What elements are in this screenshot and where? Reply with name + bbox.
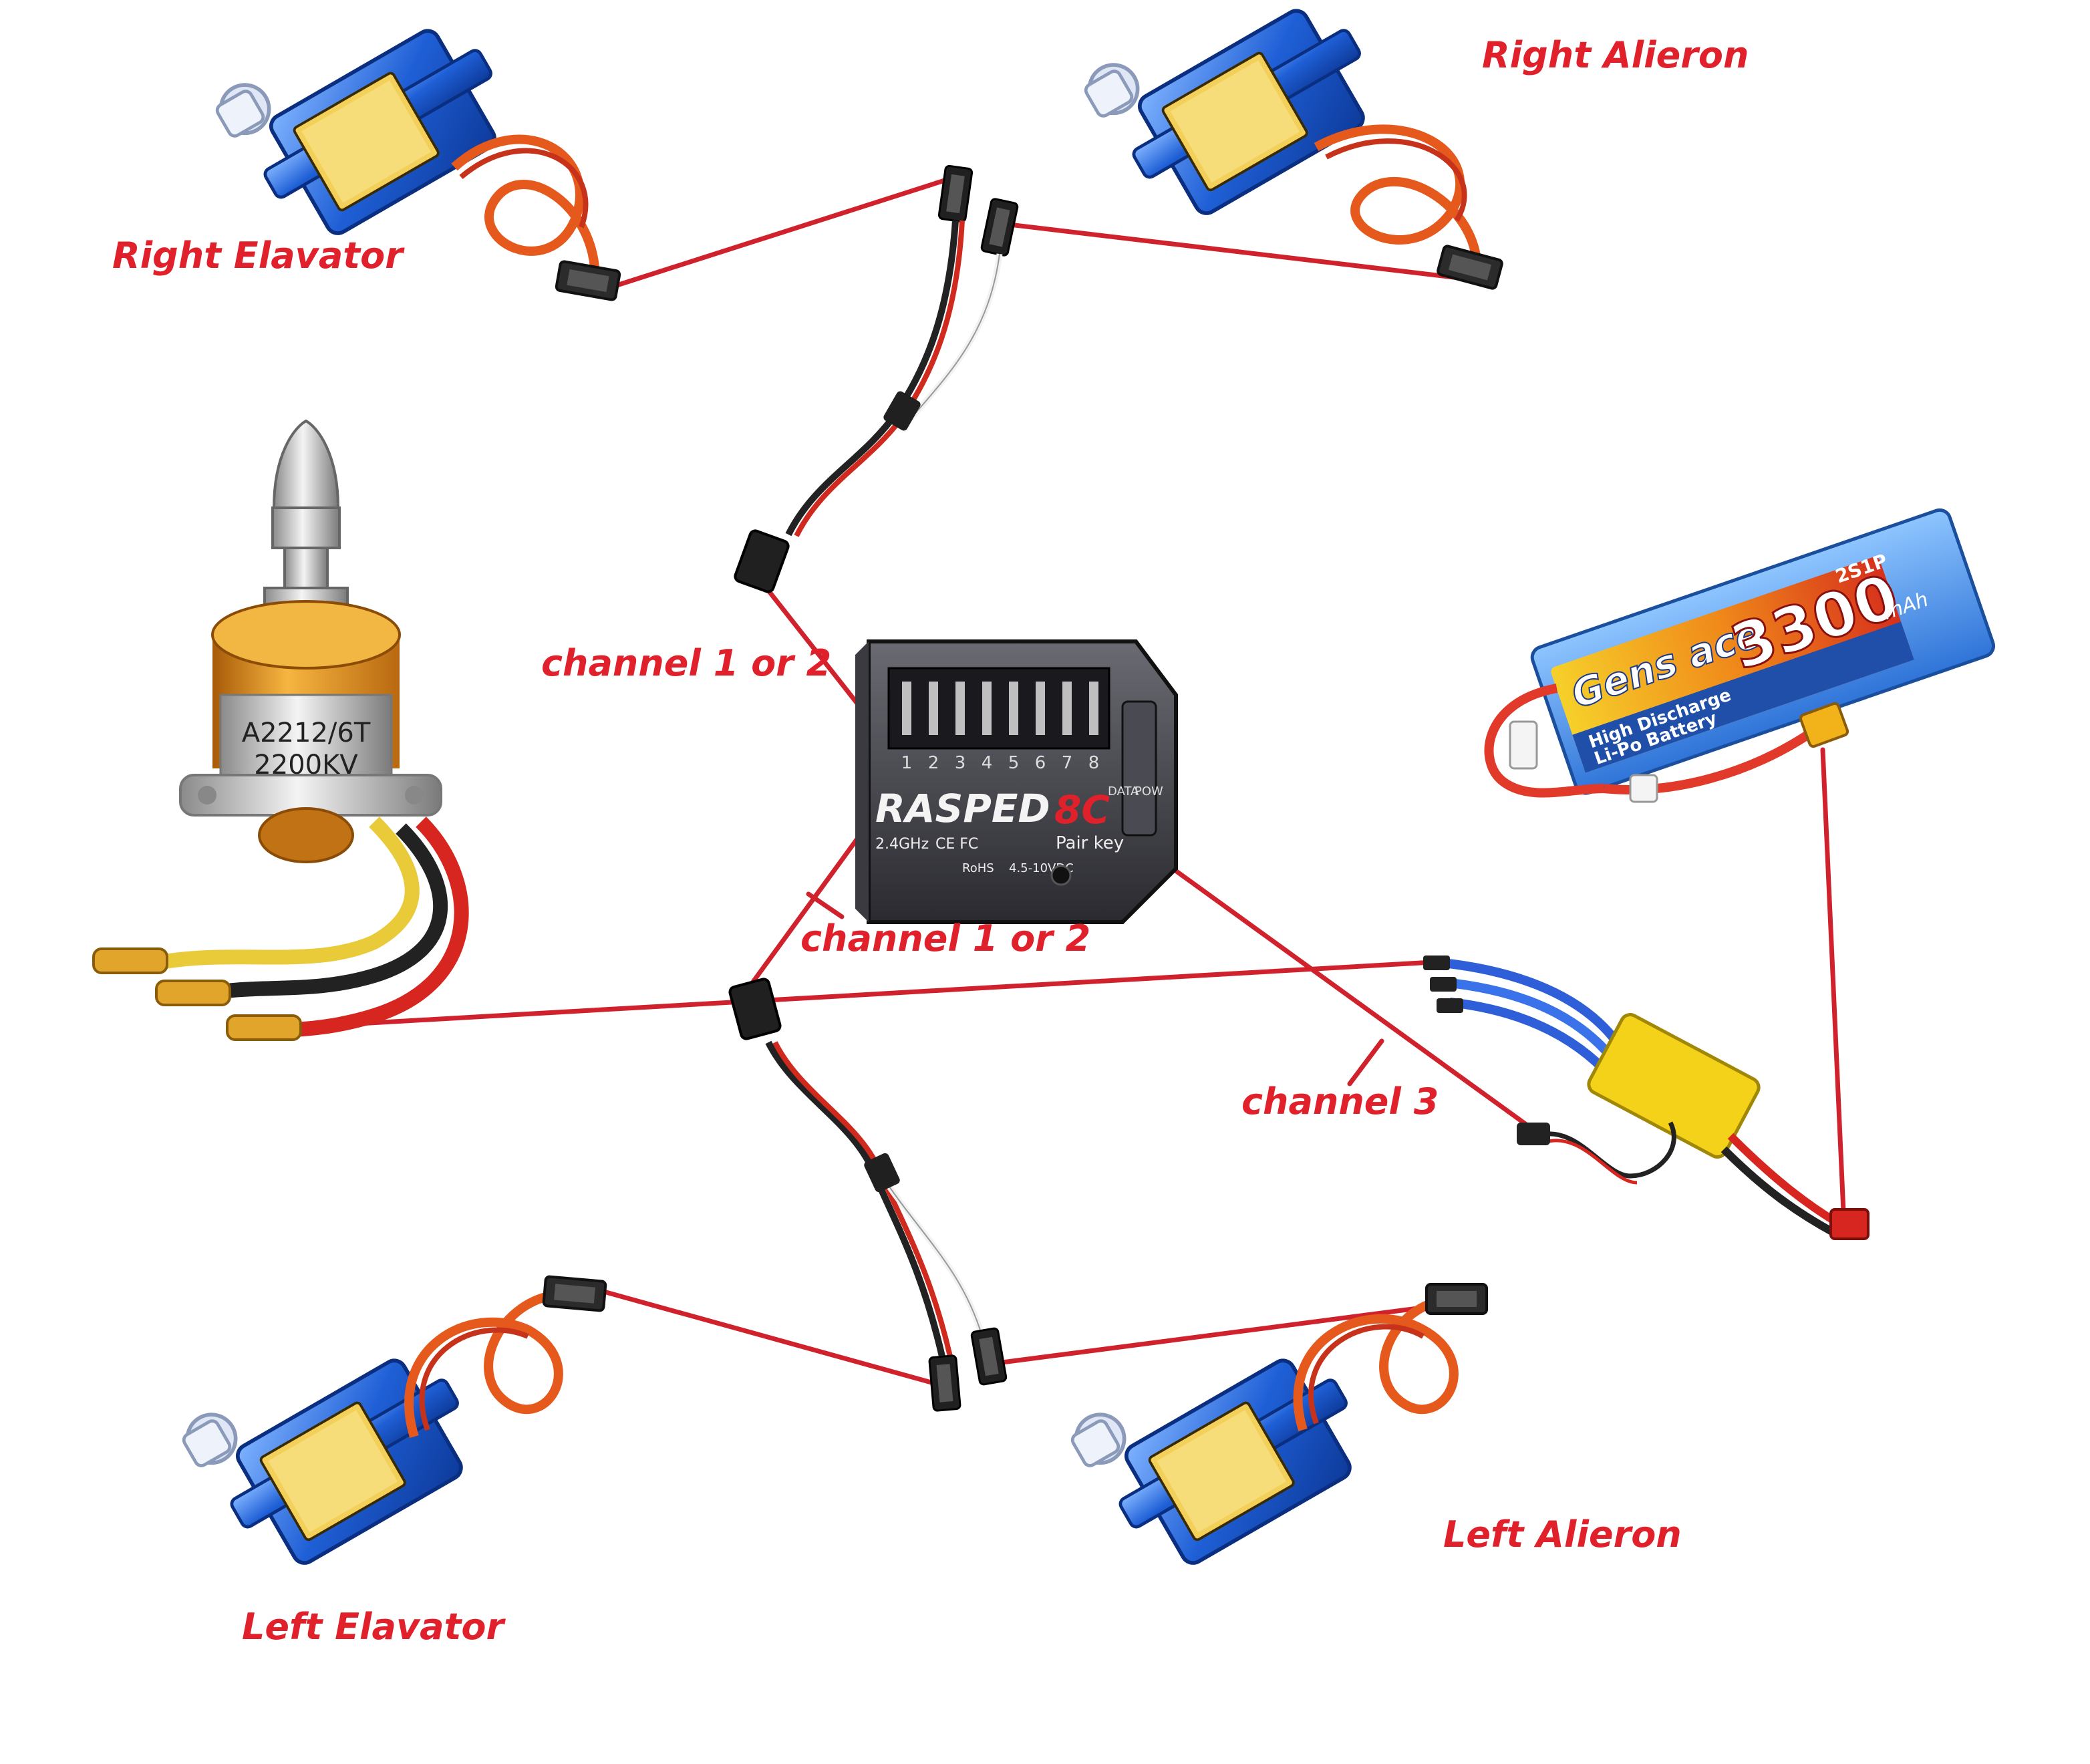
label-channel-3: channel 3	[1241, 1080, 1439, 1123]
servo-right-elevator	[211, 0, 622, 302]
receiver-freq: 2.4GHz	[875, 836, 929, 853]
y-cable-top	[734, 164, 1020, 593]
battery-xt60-connector	[1799, 702, 1849, 748]
y-cable-top-plug	[734, 529, 790, 593]
y-cable-bottom-junction	[864, 1153, 900, 1193]
motor-prop-nut	[272, 419, 340, 509]
receiver-model: 8C	[1054, 787, 1110, 833]
receiver-pair-button	[1050, 865, 1072, 886]
esc-signal-lead	[1535, 1121, 1676, 1179]
label-right-aileron: Right Alieron	[1482, 34, 1749, 76]
receiver-pin-6: 6	[1035, 753, 1046, 773]
receiver-pair-key: Pair key	[1056, 833, 1124, 853]
wire-motor-to-esc	[309, 960, 1435, 1029]
esc-power-lead	[1727, 1133, 1840, 1227]
receiver-pin-5: 5	[1008, 753, 1020, 773]
motor-kv-text: 2200KV	[254, 750, 358, 780]
esc-body	[1587, 1013, 1761, 1159]
servo-left-elevator	[178, 1275, 607, 1586]
bullet-connector-3	[226, 1014, 302, 1041]
wire-left-elevator	[599, 1288, 946, 1388]
receiver-side-panel	[1121, 700, 1157, 837]
bullet-connector-1	[92, 947, 168, 974]
receiver-pin-data-label: DATA	[1108, 784, 1139, 798]
receiver-pins	[902, 682, 1098, 735]
servo-right-aileron	[1080, 0, 1505, 291]
bullet-connector-2	[155, 980, 231, 1006]
label-left-elevator: Left Elavator	[242, 1606, 504, 1648]
wire-right-elevator	[612, 176, 951, 289]
receiver-pin-header	[887, 667, 1110, 750]
receiver-pin-8: 8	[1088, 753, 1100, 773]
receiver-pin-7: 7	[1062, 753, 1073, 773]
receiver-pin-1: 1	[901, 753, 913, 773]
receiver-marks: CE FC	[935, 836, 978, 853]
receiver-pin-3: 3	[955, 753, 966, 773]
label-right-elevator: Right Elavator	[112, 235, 403, 277]
receiver-rohs: RoHS	[962, 861, 994, 875]
esc-signal-plug	[1517, 1123, 1550, 1145]
motor-model-text: A2212/6T	[242, 718, 371, 748]
receiver: 1 2 3 4 5 6 7 8 DATA POW RASPED 8C 2.4GH…	[855, 639, 1178, 924]
wire-channel-mid-tick	[806, 891, 845, 919]
receiver-pin-2: 2	[928, 753, 939, 773]
label-channel-top: channel 1 or 2	[541, 642, 832, 684]
battery-balance-lead	[1484, 684, 1604, 798]
servo-left-aileron	[1066, 1283, 1488, 1586]
receiver-brand: RASPED	[875, 786, 1050, 831]
label-left-aileron: Left Alieron	[1443, 1513, 1682, 1556]
receiver-pin-pow-label: POW	[1135, 784, 1163, 798]
wire-channel3-tick	[1347, 1038, 1384, 1086]
brushless-motor: A2212/6T 2200KV	[92, 419, 469, 1041]
y-cable-bottom	[728, 978, 1008, 1413]
wire-right-aileron	[1006, 222, 1485, 283]
esc-deans-connector	[1829, 1208, 1870, 1240]
label-channel-mid: channel 1 or 2	[800, 917, 1091, 960]
y-cable-top-junction	[883, 391, 921, 431]
wire-receiver-to-y-bottom	[740, 821, 871, 998]
esc-speed-controller	[1423, 956, 1870, 1240]
y-cable-bottom-plug	[728, 978, 782, 1040]
wire-left-aileron	[994, 1298, 1482, 1366]
lipo-battery: Gens ace 3300 mAh 2S1P High Discharge Li…	[1484, 508, 1995, 803]
receiver-pin-4: 4	[982, 753, 993, 773]
wire-battery-to-esc	[1820, 747, 1847, 1229]
